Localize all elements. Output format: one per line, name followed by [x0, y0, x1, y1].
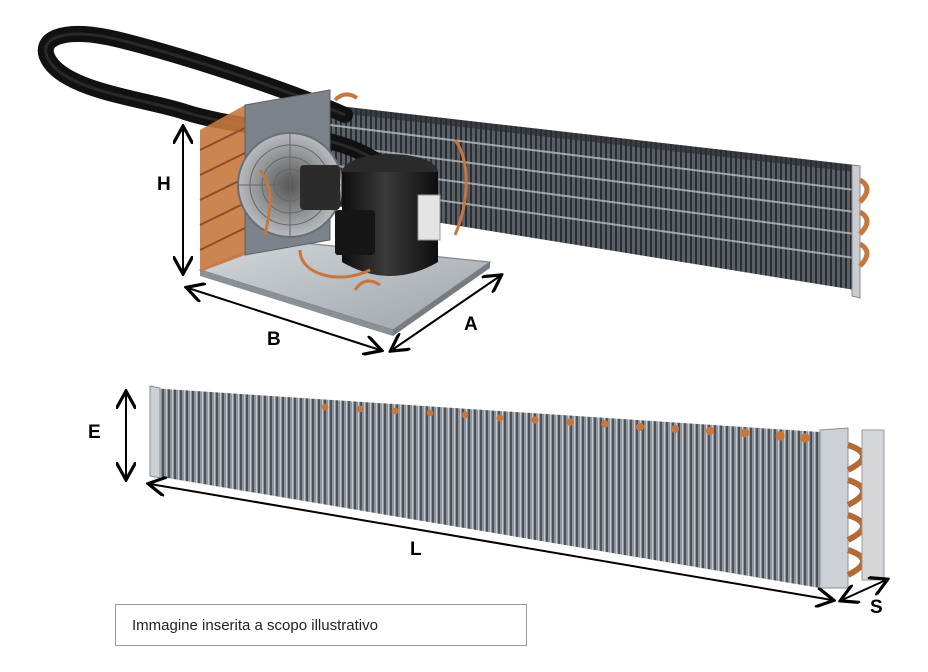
dimension-label-a: A — [464, 314, 478, 335]
dimension-label-e: E — [88, 422, 101, 443]
bottom-long-coil — [149, 385, 885, 589]
caption-text: Immagine inserita a scopo illustrativo — [132, 617, 378, 634]
dimension-arrows — [126, 128, 886, 600]
l-arrow — [150, 484, 832, 600]
dimension-label-l: L — [410, 539, 422, 560]
dimension-label-b: B — [267, 329, 281, 350]
a-arrow — [392, 276, 500, 350]
b-arrow — [188, 288, 380, 350]
caption-box: Immagine inserita a scopo illustrativo — [115, 604, 527, 646]
dimension-label-s: S — [870, 597, 883, 618]
s-arrow — [842, 580, 886, 600]
dimension-label-h: H — [157, 174, 171, 195]
